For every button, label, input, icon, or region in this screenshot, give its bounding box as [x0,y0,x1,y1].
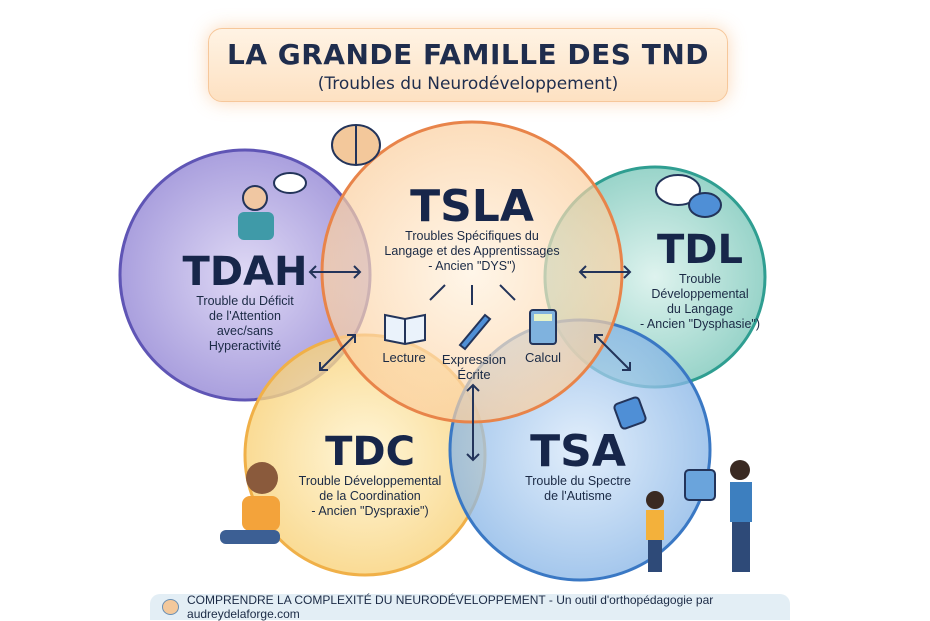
tdc-acronym: TDC [325,429,415,475]
sub-calcul: Calcul [524,350,562,365]
title-banner: LA GRANDE FAMILLE DES TND (Troubles du N… [208,28,728,102]
footer-text: COMPRENDRE LA COMPLEXITÉ DU NEURODÉVELOP… [187,593,714,621]
tsla-acronym: TSLA [410,181,534,232]
puzzle-icon [613,396,716,501]
calculator-icon [529,309,557,345]
people-illustration [646,460,752,572]
tdl-acronym: TDL [657,227,743,273]
page-subtitle: (Troubles du Neurodéveloppement) [317,74,619,94]
tdah-acronym: TDAH [182,249,308,295]
brain-icon [162,599,180,615]
book-icon [384,313,426,346]
brain-icon [331,124,381,166]
sub-lecture: Lecture [382,350,426,365]
speech-bubbles-icon [655,174,722,218]
student-illustration [238,172,307,240]
page-title: LA GRANDE FAMILLE DES TND [226,38,709,71]
footer-banner: COMPRENDRE LA COMPLEXITÉ DU NEURODÉVELOP… [150,593,790,621]
relation-arrows [308,265,632,462]
tsa-acronym: TSA [530,426,626,477]
pen-icon [458,313,492,351]
child-illustration [220,462,280,544]
